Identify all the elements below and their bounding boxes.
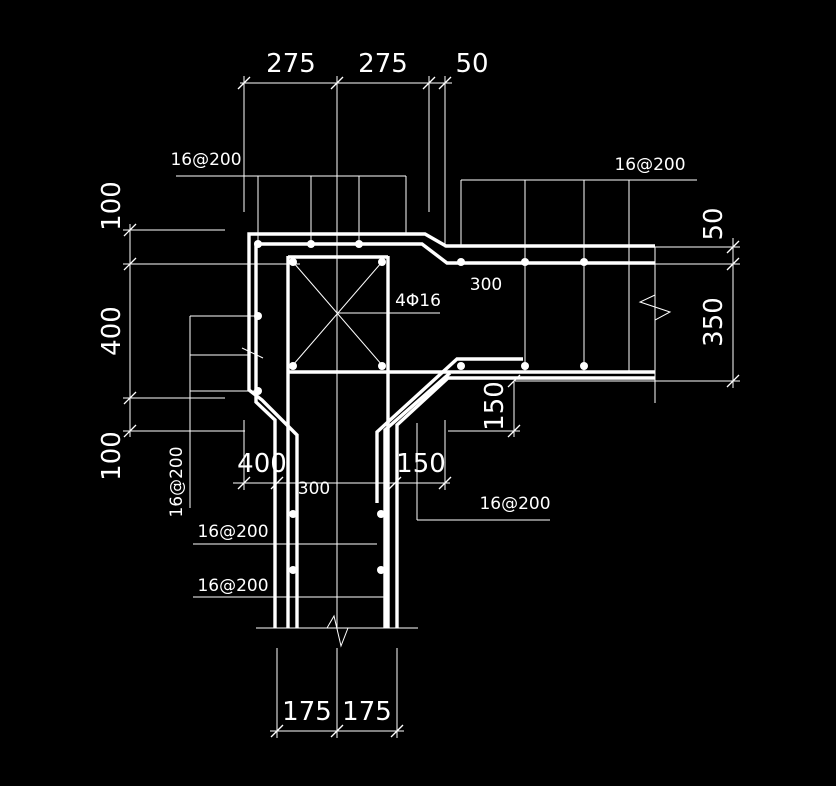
dim-haunch-300-left: 300 bbox=[298, 479, 330, 499]
note-top-right-rebar: 16@200 bbox=[614, 155, 685, 175]
dim-left-100-top: 100 bbox=[97, 181, 127, 231]
dim-left-100-bottom: 100 bbox=[97, 431, 127, 481]
column-core bbox=[292, 261, 440, 366]
top-dimension-chain bbox=[237, 76, 452, 628]
dim-haunch-300-top: 300 bbox=[470, 275, 502, 295]
dim-middle-150: 150 bbox=[396, 449, 446, 479]
haunch-dimension bbox=[448, 374, 521, 438]
dimension-labels: 275 275 50 100 400 100 50 350 150 400 15… bbox=[97, 49, 729, 727]
rebar-annotations: 16@200 16@200 4Φ16 16@200 16@200 16@200 … bbox=[167, 150, 686, 596]
dim-bottom-175-b: 175 bbox=[342, 697, 392, 727]
rebar-leaders-left bbox=[189, 315, 258, 508]
right-dimension-chain bbox=[655, 238, 740, 388]
rebar-leaders-top-right bbox=[460, 179, 697, 372]
dim-middle-400: 400 bbox=[237, 449, 287, 479]
note-center-rebar: 4Φ16 bbox=[395, 291, 441, 311]
left-dimension-chain bbox=[123, 223, 300, 438]
rebar-leaders-right-bottom bbox=[416, 423, 550, 521]
note-left-vertical-rebar: 16@200 bbox=[167, 446, 187, 517]
dim-top-275-b: 275 bbox=[358, 49, 408, 79]
dim-left-400: 400 bbox=[97, 306, 127, 356]
dim-bottom-175-a: 175 bbox=[282, 697, 332, 727]
dim-top-275-a: 275 bbox=[266, 49, 316, 79]
dim-haunch-150: 150 bbox=[480, 381, 510, 431]
rebar-leaders-top-left bbox=[176, 175, 407, 244]
rebar-leaders-column bbox=[193, 543, 385, 598]
bottom-dimension-chain bbox=[270, 648, 404, 738]
middle-dimension-chain bbox=[233, 420, 452, 490]
rebar-cage bbox=[241, 232, 655, 628]
rebar-dots bbox=[254, 240, 588, 574]
note-right-bottom-rebar: 16@200 bbox=[479, 494, 550, 514]
note-column-rebar-1: 16@200 bbox=[197, 522, 268, 542]
dim-right-50: 50 bbox=[699, 207, 729, 240]
note-top-left-rebar: 16@200 bbox=[170, 150, 241, 170]
dim-right-350: 350 bbox=[699, 297, 729, 347]
dim-top-50: 50 bbox=[455, 49, 488, 79]
note-column-rebar-2: 16@200 bbox=[197, 576, 268, 596]
